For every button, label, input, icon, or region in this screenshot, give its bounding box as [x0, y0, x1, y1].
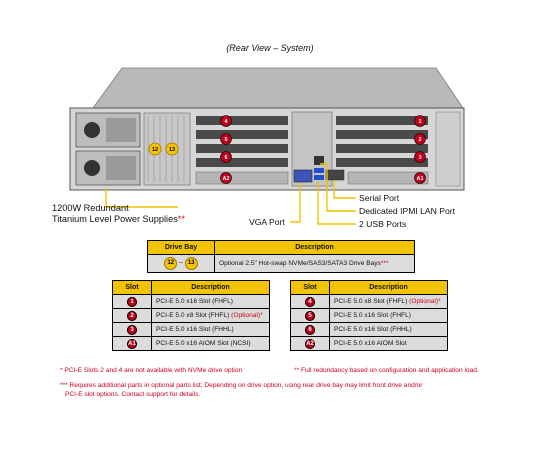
serial-port-shape: [325, 169, 345, 181]
table-row: 6 PCI-E 5.0 x16 Slot (FHHL): [290, 322, 448, 337]
footnote-4: PCI-E slot options. Contact support for …: [65, 391, 201, 398]
slot-badge-a1: A1: [127, 338, 137, 349]
chassis-rear-view: 4 5 6 A2 1 2 3 A1 12 13: [69, 67, 465, 225]
slot-desc-2: PCI-E 5.0 x8 Slot (FHFL): [156, 312, 230, 319]
table-row: A2 PCI-E 5.0 x16 AIOM Slot: [290, 336, 448, 351]
slot-table-left-header: Slot Description: [112, 280, 270, 295]
slot-table-right-header-description: Description: [329, 280, 448, 295]
psu-2-socket: [84, 160, 100, 176]
slot-badge-4: 4: [305, 296, 315, 307]
chassis-badge-a2: A2: [222, 176, 229, 182]
chassis-badge-a1: A1: [416, 176, 423, 182]
drive-bay-row: 12 – 13 Optional 2.5" Hot-swap NVMe/SAS3…: [147, 254, 415, 273]
chassis-badge-3: 3: [418, 155, 421, 161]
psu-callout-line1: 1200W Redundant: [52, 203, 129, 213]
drive-bay-header-bay: Drive Bay: [147, 240, 215, 255]
slot-table-left: Slot Description 1 PCI-E 5.0 x16 Slot (F…: [112, 280, 270, 351]
table-row: 3 PCI-E 5.0 x16 Slot (FHHL): [112, 322, 270, 337]
slot-badge-a2: A2: [305, 338, 315, 349]
drive-bay-table: Drive Bay Description 12 – 13 Optional 2…: [147, 240, 415, 273]
ipmi-port-shape: [314, 156, 324, 165]
drive-bay-description-mark: ***: [380, 260, 389, 267]
vga-port-shape: [293, 169, 313, 183]
psu-1-fan-grille: [106, 118, 136, 142]
slot-badge-1: 1: [127, 296, 137, 307]
drive-bay-description-cell: Optional 2.5" Hot-swap NVMe/SAS3/SATA3 D…: [214, 254, 415, 273]
chassis-badge-6: 6: [224, 155, 227, 161]
slot-desc-6: PCI-E 5.0 x16 Slot (FHHL): [334, 326, 412, 333]
right-vent-area: [435, 111, 461, 187]
footnote-3: *** Requires additional parts in optiona…: [60, 381, 423, 390]
slot-desc-a2: PCI-E 5.0 x16 AIOM Slot: [334, 340, 407, 347]
slot-table-left-header-description: Description: [151, 280, 270, 295]
diagram-title: (Rear View – System): [226, 43, 314, 53]
psu-2-fan-grille: [106, 156, 136, 180]
psu-callout-mark: **: [177, 214, 185, 224]
vga-callout-label: VGA Port: [249, 217, 285, 227]
pci-slots-left: [196, 116, 288, 167]
psu-callout-line2: Titanium Level Power Supplies: [52, 214, 178, 224]
drive-bay-cell: 12 – 13: [147, 254, 215, 273]
chassis-lid: [92, 67, 464, 109]
slot-badge-3: 3: [127, 324, 137, 335]
usb-port-2-shape: [314, 175, 324, 180]
ipmi-callout-label: Dedicated IPMI LAN Port: [359, 206, 456, 216]
usb-callout-line: [317, 181, 356, 225]
pci-slots-right: [336, 116, 428, 167]
ipmi-callout-line: [320, 163, 356, 212]
usb-port-1-shape: [314, 168, 324, 173]
chassis-badge-bay-13: 13: [169, 147, 175, 153]
drive-bay-header-description: Description: [214, 240, 415, 255]
table-row: A1 PCI-E 5.0 x16 AIOM Slot (NCSI): [112, 336, 270, 351]
psu-callout-line: [105, 188, 178, 208]
aiom-slot-left: [195, 171, 289, 185]
drive-bay-table-header: Drive Bay Description: [147, 240, 415, 255]
bay-badge-12: 12: [164, 257, 178, 270]
table-row: 4 PCI-E 5.0 x8 Slot (FHFL) (Optional)*: [290, 294, 448, 309]
chassis-badges: [148, 115, 426, 184]
footnote-3-text: Requires additional parts in optional pa…: [67, 382, 423, 389]
bay-separator: –: [179, 259, 183, 266]
slot-badge-6: 6: [305, 324, 315, 335]
table-row: 1 PCI-E 5.0 x16 Slot (FHFL): [112, 294, 270, 309]
table-row: 2 PCI-E 5.0 x8 Slot (FHFL) (Optional)*: [112, 308, 270, 323]
footnote-2: ** Full redundancy based on configuratio…: [294, 367, 479, 374]
footnote-3-mark: ***: [60, 382, 68, 389]
psu-callout-label: 1200W Redundant Titanium Level Power Sup…: [52, 203, 185, 225]
serial-callout-label: Serial Port: [359, 193, 400, 203]
table-row: 5 PCI-E 5.0 x16 Slot (FHFL): [290, 308, 448, 323]
slot-note-4: (Optional)*: [407, 298, 441, 305]
slot-table-right-header-slot: Slot: [290, 280, 330, 295]
chassis-badge-bay-12: 12: [152, 147, 158, 153]
vga-callout-line: [290, 183, 301, 223]
slot-badge-2: 2: [127, 310, 137, 321]
slot-desc-a1: PCI-E 5.0 x16 AIOM Slot (NCSI): [156, 340, 251, 347]
callout-lines: [105, 163, 356, 225]
slot-desc-1: PCI-E 5.0 x16 Slot (FHFL): [156, 298, 233, 305]
usb-callout-label: 2 USB Ports: [359, 219, 407, 229]
chassis-badge-4: 4: [224, 119, 228, 125]
chassis-badge-1: 1: [418, 119, 421, 125]
chassis-badge-2: 2: [418, 137, 421, 143]
slot-note-2: (Optional)*: [229, 312, 263, 319]
psu-1-socket: [84, 122, 100, 138]
bay-badge-13: 13: [184, 257, 198, 270]
slot-table-right: Slot Description 4 PCI-E 5.0 x8 Slot (FH…: [290, 280, 448, 351]
drive-bay-description: Optional 2.5" Hot-swap NVMe/SAS3/SATA3 D…: [219, 260, 381, 267]
serial-callout-line: [333, 180, 356, 199]
slot-table-right-header: Slot Description: [290, 280, 448, 295]
slot-desc-3: PCI-E 5.0 x16 Slot (FHHL): [156, 326, 234, 333]
slot-desc-5: PCI-E 5.0 x16 Slot (FHFL): [334, 312, 411, 319]
slot-desc-4: PCI-E 5.0 x8 Slot (FHFL): [334, 298, 408, 305]
slot-table-left-header-slot: Slot: [112, 280, 152, 295]
slot-badge-5: 5: [305, 310, 315, 321]
chassis-badge-5: 5: [224, 137, 227, 143]
aiom-slot-right: [347, 171, 429, 185]
footnote-1: * PCI-E Slots 2 and 4 are not available …: [60, 367, 243, 374]
